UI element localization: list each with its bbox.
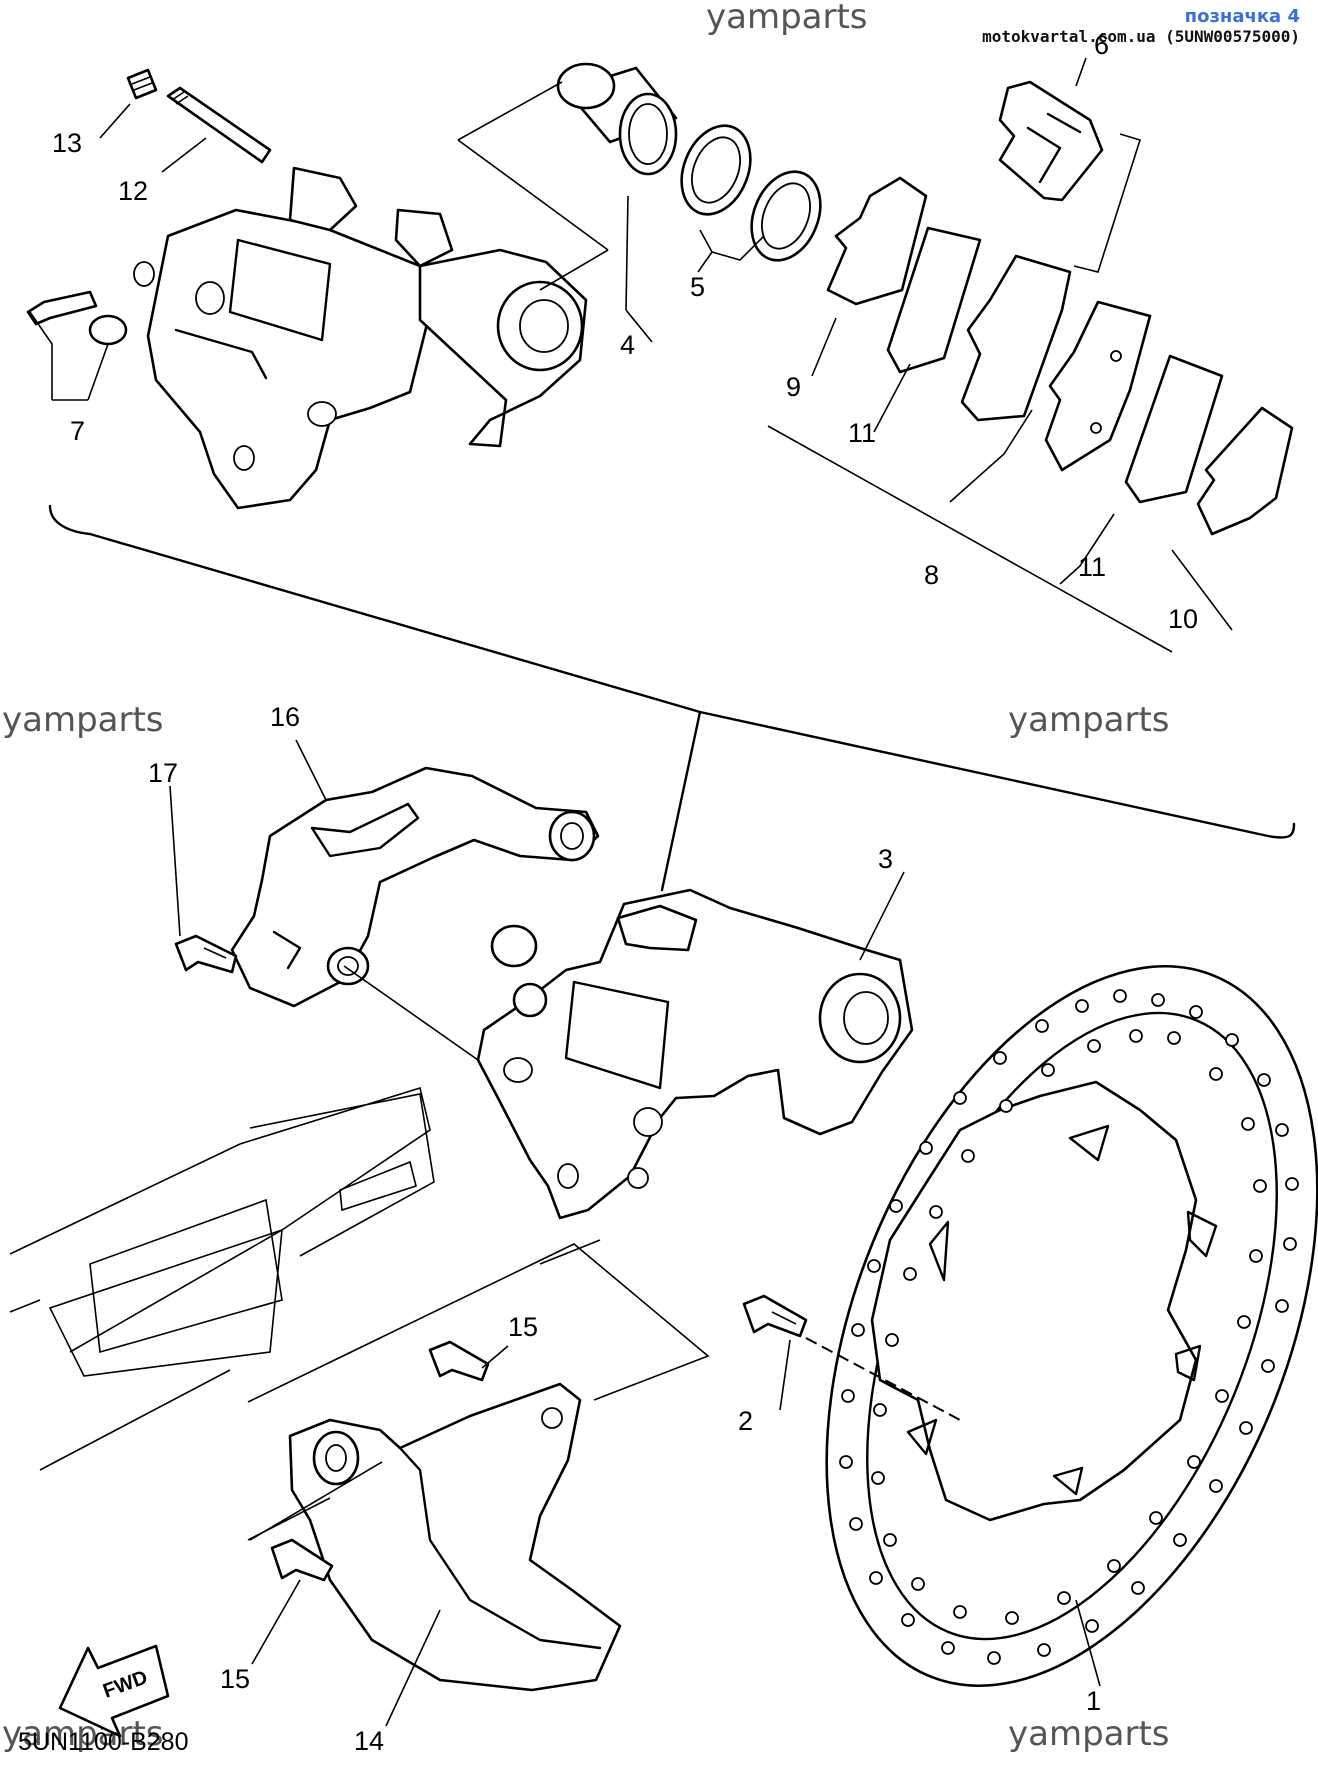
header-tag-link[interactable]: позначка 4	[1184, 6, 1300, 27]
guard-bolt-lower-part	[270, 1538, 334, 1582]
callout-10: 10	[1168, 604, 1198, 634]
callout-11-upper: 11	[848, 418, 876, 448]
fwd-arrow-icon: FWD	[58, 1644, 170, 1738]
disc-bolt-part	[742, 1294, 808, 1338]
bleed-screw-part	[26, 261, 155, 346]
callout-6: 6	[1094, 30, 1109, 60]
callout-12: 12	[118, 176, 148, 206]
caliper-assembly-part	[476, 888, 914, 1220]
watermark-left: yamparts	[2, 700, 164, 740]
callout-15-upper: 15	[508, 1312, 538, 1342]
disc-holes	[839, 989, 1299, 1665]
top-leader-lines	[29, 57, 1233, 653]
callout-1: 1	[1086, 1686, 1101, 1716]
header-source-block: позначка 4 motokvartal.com.ua (5UNW00575…	[982, 6, 1300, 46]
middle-leader-lines	[169, 739, 1101, 1727]
caliper-bracket-part	[230, 766, 600, 1008]
pad-shim-left-part	[826, 176, 928, 306]
callout-5: 5	[690, 272, 705, 302]
brake-pad-kit-part	[886, 226, 1224, 504]
assembly-brace	[48, 504, 1296, 892]
callout-labels: 13 12 7 4 5 6 9 11 8 11 10 16 17 3 15 2 …	[52, 30, 1198, 1756]
callout-8: 8	[924, 560, 939, 590]
callout-17: 17	[148, 758, 178, 788]
callout-13: 13	[52, 128, 82, 158]
pad-shim-right-part	[1196, 406, 1294, 536]
piston-seal-part	[680, 124, 822, 262]
callout-2: 2	[738, 1406, 753, 1436]
callout-3: 3	[878, 844, 893, 874]
caliper-pin-part	[166, 86, 272, 164]
callout-11-lower: 11	[1078, 552, 1106, 582]
guard-bolt-upper-part	[428, 1340, 490, 1382]
swingarm-ghost-part	[9, 1086, 435, 1471]
pad-spring-part	[998, 80, 1104, 202]
bleed-cap-part	[126, 68, 158, 100]
callout-9: 9	[786, 372, 801, 402]
watermark-top: yamparts	[706, 0, 868, 37]
brake-disc-part	[825, 965, 1318, 1687]
caliper-body-top	[146, 166, 588, 510]
callout-16: 16	[270, 702, 300, 732]
callout-4: 4	[620, 330, 635, 360]
callout-15-lower: 15	[220, 1664, 250, 1694]
watermark-right: yamparts	[1008, 700, 1170, 740]
bracket-bolt-part	[174, 934, 238, 974]
header-source-text: motokvartal.com.ua (5UNW00575000)	[982, 27, 1300, 46]
watermark-bottom-right: yamparts	[1008, 1714, 1170, 1754]
drawing-code: 5UN1100-B280	[18, 1728, 189, 1756]
callout-7: 7	[70, 416, 85, 446]
piston-part	[556, 62, 678, 176]
disc-guard-part	[288, 1382, 622, 1692]
callout-14: 14	[354, 1726, 384, 1756]
watermark-bottom-left: yamparts	[2, 1714, 164, 1754]
